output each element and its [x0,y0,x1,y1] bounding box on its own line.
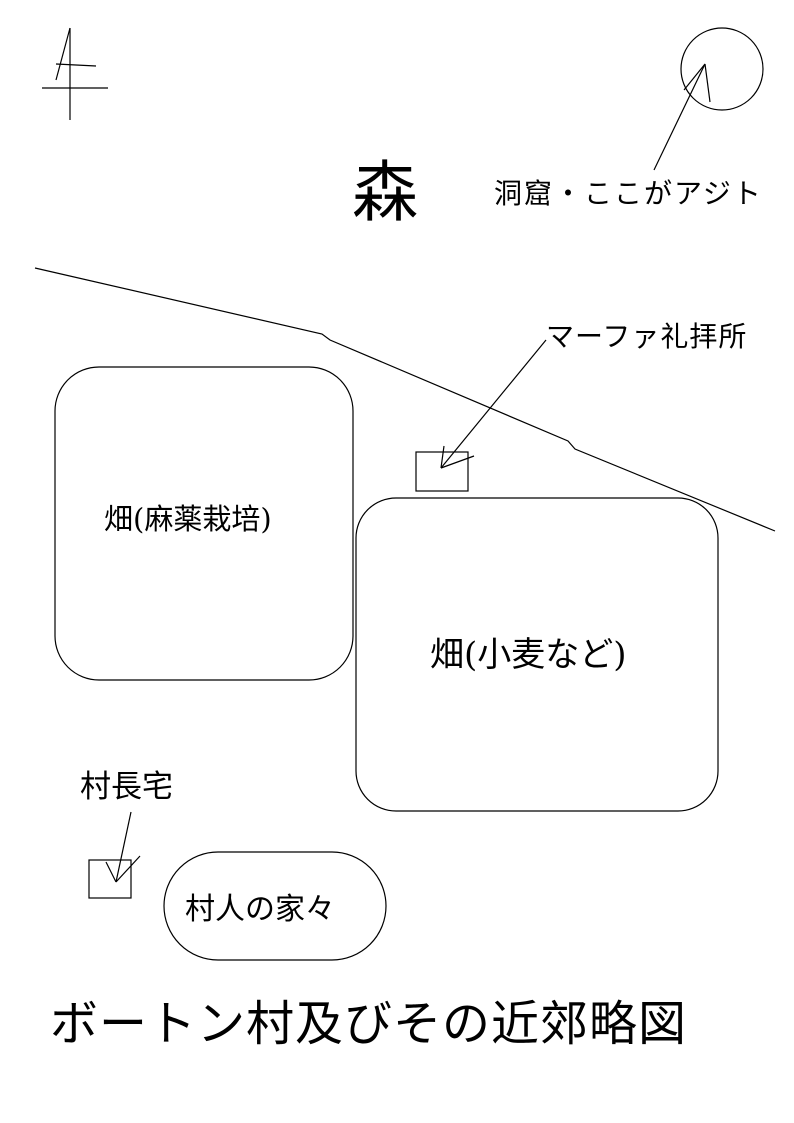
field-wheat-plot [355,497,719,812]
village-houses-label: 村人の家々 [185,892,335,927]
map-title: ボートン村及びその近郊略図 [50,996,688,1052]
cave-hideout-label: 洞窟・ここがアジト [494,177,763,210]
forest-label: 森 [352,154,418,231]
field-drug-plot [54,366,354,681]
forest-boundary-road [34,267,776,532]
north-compass-icon [42,27,108,120]
cave-pointer-arrow [653,63,711,171]
cave-marker [680,27,764,111]
chief-house-pointer-arrow [105,811,141,883]
chief-house-building [88,859,132,899]
village-houses-area [163,851,387,961]
shrine-pointer-arrow [440,339,547,469]
chief-house-label: 村長宅 [80,769,173,805]
shrine-label: マーファ礼拝所 [546,320,748,353]
field-drug-label: 畑(麻薬栽培) [104,502,272,536]
field-wheat-label: 畑(小麦など) [430,635,627,675]
shrine-building [415,451,469,492]
